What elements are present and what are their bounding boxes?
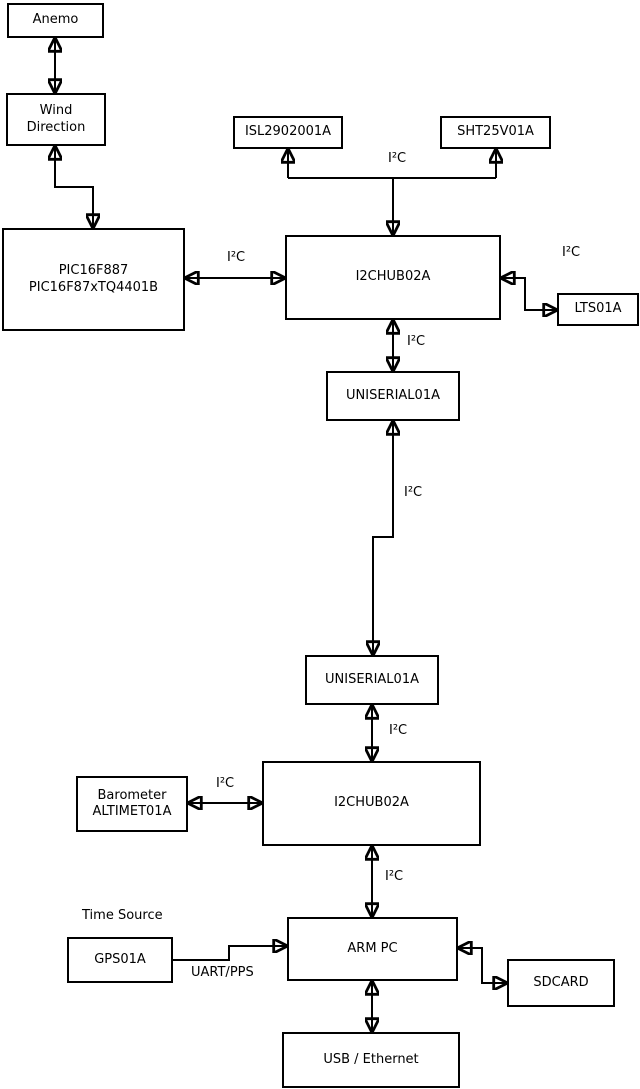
connector-hub1-lts [501,278,557,310]
node-anemo-label: Anemo [32,12,79,28]
edge-label-i2c-uniserial2-hub2: I²C [389,723,408,738]
connector-uniserial1-uniserial2 [373,421,393,655]
edge-label-i2c-hub1-uniserial1: I²C [407,334,426,349]
node-barometer-label-line2: ALTIMET01A [92,804,172,819]
node-isl2902001a: ISL2902001A [233,116,343,149]
connector-gps-armpc [173,946,287,961]
node-uniserial01a-upper: UNISERIAL01A [326,371,460,421]
node-uniserial01a-lower-label: UNISERIAL01A [325,671,419,687]
edge-label-i2c-barometer-hub2: I²C [216,776,235,791]
node-usb-ethernet: USB / Ethernet [282,1032,460,1088]
node-i2chub02a-upper: I2CHUB02A [285,235,501,320]
edge-label-i2c-bus-top: I²C [388,151,407,166]
node-wind-direction-label-line2: Direction [26,119,86,135]
edge-label-uart-pps: UART/PPS [191,965,254,980]
node-gps01a: GPS01A [67,937,173,983]
node-wind-direction-label-line1: Wind [39,103,73,119]
node-sdcard: SDCARD [507,959,615,1007]
connector-wind-pic [55,146,93,228]
node-arm-pc: ARM PC [287,917,458,981]
node-pic16f887-label-line1: PIC16F887 [58,263,129,279]
node-pic16f887: PIC16F887 PIC16F87xTQ4401B [2,228,185,331]
node-sdcard-label: SDCARD [533,974,589,990]
edge-label-i2c-uniserial1-uniserial2: I²C [404,485,423,500]
edge-label-i2c-hub2-armpc: I²C [385,869,404,884]
node-i2chub02a-lower: I2CHUB02A [262,761,481,846]
node-anemo: Anemo [7,3,104,38]
node-uniserial01a-lower: UNISERIAL01A [305,655,439,705]
node-gps01a-label: GPS01A [94,951,146,967]
node-arm-pc-label: ARM PC [347,940,398,956]
connector-armpc-sdcard [458,948,507,983]
node-i2chub02a-lower-label: I2CHUB02A [334,795,409,811]
node-sht25v01a: SHT25V01A [440,116,551,149]
node-barometer-label-line1: Barometer [97,787,167,803]
node-i2chub02a-upper-label: I2CHUB02A [355,269,431,285]
node-wind-direction: Wind Direction [6,93,106,146]
node-uniserial01a-upper-label: UNISERIAL01A [346,387,440,403]
node-usb-ethernet-label: USB / Ethernet [323,1051,419,1067]
node-pic16f887-label-line2: PIC16F87xTQ4401B [28,279,159,295]
node-lts01a-label: LTS01A [574,301,622,317]
node-lts01a: LTS01A [557,293,639,326]
edge-label-i2c-lts: I²C [562,245,581,260]
node-sht25v01a-label: SHT25V01A [457,124,534,140]
edge-label-i2c-pic-hub1: I²C [227,250,246,265]
node-barometer-altimet01a: Barometer ALTIMET01A [76,776,188,832]
node-isl2902001a-label: ISL2902001A [244,124,332,140]
edge-label-time-source: Time Source [82,908,163,923]
